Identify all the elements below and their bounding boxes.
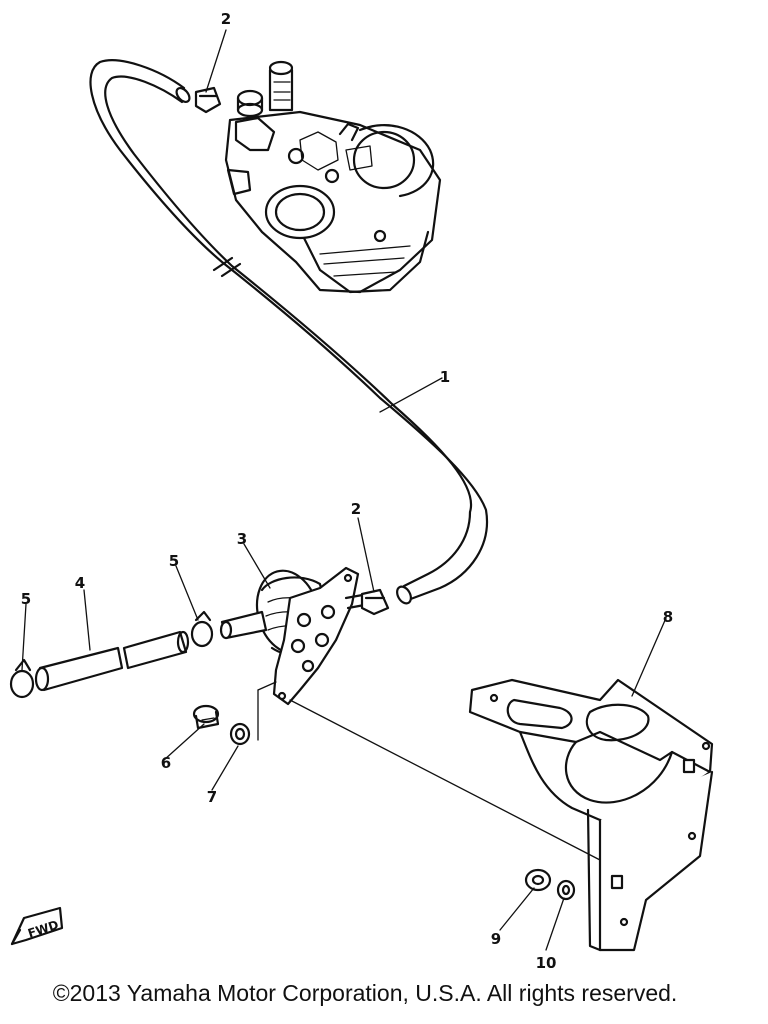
- carburetor: [224, 60, 442, 294]
- copyright-notice: ©2013 Yamaha Motor Corporation, U.S.A. A…: [52, 980, 678, 1006]
- assembly-lines: [257, 681, 601, 861]
- washer-7: [229, 722, 251, 746]
- fuel-pump: [219, 566, 372, 706]
- callout-10-washer: 10: [536, 954, 557, 972]
- nut: [524, 868, 552, 892]
- callout-2-carburetor: 2: [221, 10, 231, 28]
- washer-10: [556, 879, 576, 901]
- callout-6-bolt: 6: [161, 754, 171, 772]
- callout-5-inlet-end: 5: [21, 590, 31, 608]
- callout-4-inlet-hose: 4: [75, 574, 85, 592]
- callout-2-pump: 2: [351, 500, 361, 518]
- hose-clamp-pump-inlet: [190, 610, 214, 648]
- callout-9-nut: 9: [491, 930, 501, 948]
- bracket: [468, 678, 714, 952]
- callouts: 2 1 2 3 5 4 5 8 6 7 9 10: [21, 10, 673, 972]
- callout-3-fuel-pump: 3: [237, 530, 247, 548]
- fwd-arrow-icon: FWD: [10, 906, 64, 946]
- callout-1-fuel-hose: 1: [440, 368, 450, 386]
- leader-lines: [21, 29, 667, 951]
- hose-clamp-inlet-end: [9, 658, 35, 699]
- callout-5-pump-inlet: 5: [169, 552, 179, 570]
- callout-8-bracket: 8: [663, 608, 673, 626]
- hose-clamp-pump: [360, 588, 390, 616]
- fuel-hose: [89, 59, 489, 605]
- hose-clamp-carburetor: [194, 86, 222, 114]
- callout-7-washer: 7: [207, 788, 217, 806]
- inlet-hose: [34, 630, 190, 692]
- bolt: [192, 704, 220, 730]
